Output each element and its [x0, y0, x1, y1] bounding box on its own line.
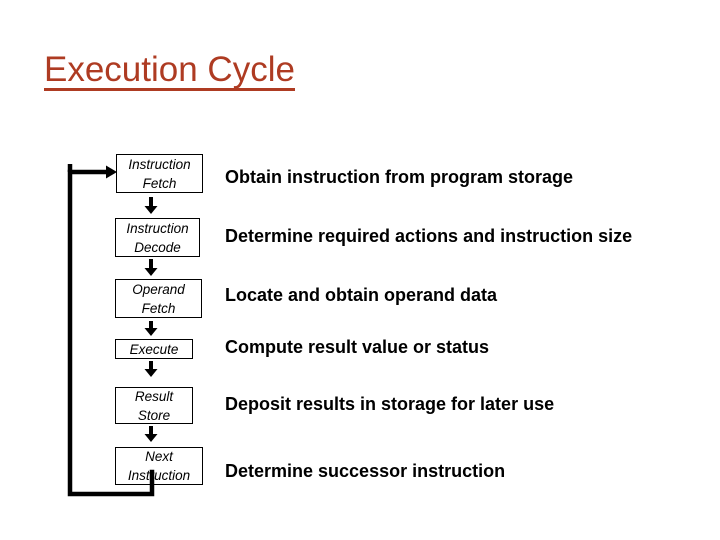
flow-box-label: Fetch [141, 300, 176, 316]
flow-box-label: Operand [132, 281, 185, 297]
slide-title: Execution Cycle [44, 50, 295, 91]
step-description-decode: Determine required actions and instructi… [225, 226, 633, 246]
flow-box-execute: Execute [115, 339, 193, 359]
flow-box-instruction-fetch: Instruction Fetch [116, 154, 203, 193]
down-arrow-3 [144, 321, 158, 336]
flow-box-instruction-decode: Instruction Decode [115, 218, 200, 257]
flow-box-operand-fetch: Operand Fetch [115, 279, 202, 318]
flow-box-label: Next [145, 449, 173, 464]
flow-box-label: Decode [134, 239, 181, 255]
flow-box-next-instruction: Next Instruction [115, 447, 203, 485]
down-arrow-5 [144, 426, 158, 442]
step-description-fetch: Obtain instruction from program storage [225, 167, 574, 187]
step-description-operand: Locate and obtain operand data [225, 285, 498, 305]
loop-arrow [67, 164, 155, 497]
step-description-store: Deposit results in storage for later use [225, 394, 555, 414]
flow-box-result-store: Result Store [115, 387, 193, 424]
flow-box-label: Instruction [128, 156, 191, 172]
flow-box-label: Instruction [127, 468, 191, 483]
flow-box-label: Instruction [126, 220, 189, 236]
down-arrow-1 [144, 197, 158, 214]
step-description-execute: Compute result value or status [225, 337, 490, 357]
flow-box-label: Result [134, 388, 174, 404]
step-description-next: Determine successor instruction [225, 461, 506, 481]
flow-box-label: Store [137, 407, 171, 423]
flow-box-label: Execute [129, 341, 179, 357]
flow-box-label: Fetch [142, 175, 177, 191]
down-arrow-2 [144, 259, 158, 276]
down-arrow-4 [144, 361, 158, 377]
